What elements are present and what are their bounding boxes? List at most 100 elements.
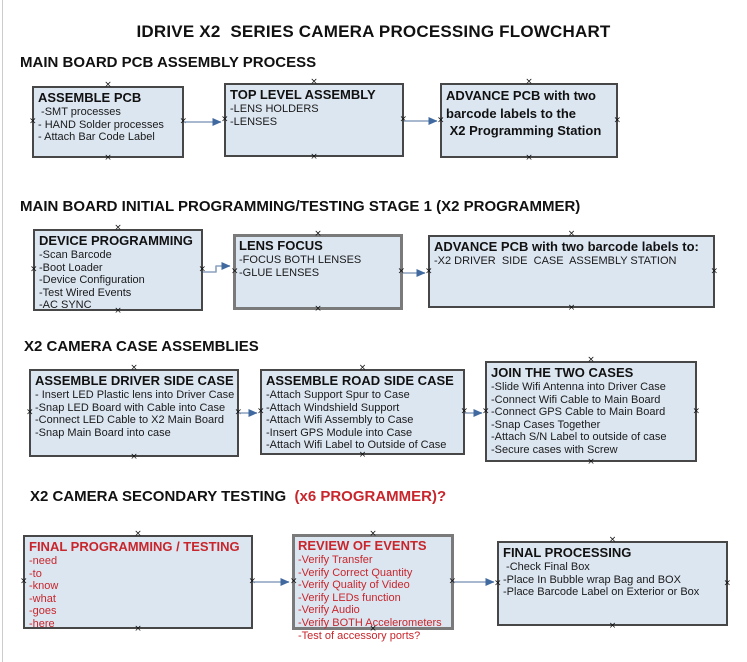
- anchor-x-icon: ×: [567, 303, 576, 313]
- box-title-line: barcode labels to the: [446, 105, 577, 121]
- box-assemble-road-side-case: ASSEMBLE ROAD SIDE CASE -Attach Support …: [257, 364, 468, 460]
- box-item: -SMT processes: [38, 106, 121, 118]
- box-item: -Secure cases with Screw: [491, 443, 618, 456]
- anchor-x-icon: ×: [525, 153, 533, 163]
- box-item: -X2 DRIVER SIDE CASE ASSEMBLY STATION: [434, 255, 677, 267]
- box-item: -Snap LED Board with Cable into Case: [35, 401, 226, 414]
- section-heading-initial-programming: MAIN BOARD INITIAL PROGRAMMING/TESTING S…: [20, 198, 581, 215]
- box-join-the-two-cases: JOIN THE TWO CASES -Slide Wifi Antenna i…: [482, 356, 700, 467]
- box-title: ASSEMBLE DRIVER SIDE CASE: [35, 373, 234, 388]
- box-item: -Test Wired Events: [39, 286, 132, 299]
- anchor-x-icon: ×: [257, 406, 265, 417]
- box-item: -LENS HOLDERS: [230, 103, 319, 115]
- anchor-x-icon: ×: [587, 355, 595, 365]
- box-item: -Scan Barcode: [39, 249, 112, 261]
- box-item: -to: [29, 567, 42, 580]
- box-item: -Attach S/N Label to outside of case: [491, 431, 667, 444]
- anchor-x-icon: ×: [358, 450, 367, 460]
- anchor-x-icon: ×: [29, 116, 37, 127]
- section-heading-secondary-testing: X2 CAMERA SECONDARY TESTING (x6 PROGRAMM…: [30, 488, 446, 505]
- box-item: -Verify BOTH Accelerometers: [298, 616, 442, 629]
- box-item: -know: [29, 580, 59, 593]
- box-item: -GLUE LENSES: [239, 266, 320, 279]
- anchor-x-icon: ×: [397, 266, 405, 277]
- box-assemble-pcb: ASSEMBLE PCB -SMT processes - HAND Solde…: [29, 81, 187, 163]
- anchor-x-icon: ×: [314, 229, 322, 239]
- anchor-x-icon: ×: [104, 153, 112, 163]
- anchor-x-icon: ×: [248, 576, 256, 587]
- anchor-x-icon: ×: [20, 576, 28, 587]
- box-advance-pcb-programming-station: ADVANCE PCB with two barcode labels to t…: [437, 78, 621, 163]
- box-item: -Connect LED Cable to X2 Main Board: [35, 414, 224, 427]
- section-heading-pcb-assembly: MAIN BOARD PCB ASSEMBLY PROCESS: [20, 54, 317, 71]
- box-item: -what: [29, 592, 56, 605]
- box-item: -Slide Wifi Antenna into Driver Case: [491, 381, 666, 393]
- box-item: -Verify Quality of Video: [298, 579, 410, 592]
- anchor-x-icon: ×: [130, 363, 138, 373]
- anchor-x-icon: ×: [234, 407, 242, 418]
- box-item: -here: [29, 617, 55, 630]
- box-title: ASSEMBLE PCB: [38, 90, 142, 105]
- anchor-x-icon: ×: [310, 152, 318, 162]
- box-item: -Attach Windshield Support: [266, 401, 400, 414]
- box-title: TOP LEVEL ASSEMBLY: [230, 87, 376, 102]
- anchor-x-icon: ×: [448, 576, 456, 587]
- box-item: - Attach Bar Code Label: [38, 131, 155, 144]
- anchor-x-icon: ×: [134, 624, 142, 634]
- box-review-of-events: REVIEW OF EVENTS -Verify Transfer -Verif…: [290, 530, 456, 642]
- anchor-x-icon: ×: [114, 306, 122, 316]
- box-item: - HAND Solder processes: [38, 118, 164, 131]
- anchor-x-icon: ×: [134, 529, 142, 539]
- box-item: -need: [29, 555, 58, 567]
- anchor-x-icon: ×: [425, 266, 433, 276]
- anchor-x-icon: ×: [460, 406, 468, 417]
- box-item: -Verify Transfer: [298, 554, 373, 566]
- box-title: FINAL PROCESSING: [503, 545, 632, 560]
- box-item: -Connect GPS Cable to Main Board: [491, 406, 666, 419]
- anchor-x-icon: ×: [437, 115, 445, 125]
- anchor-x-icon: ×: [130, 452, 138, 462]
- anchor-x-icon: ×: [587, 457, 595, 467]
- anchor-x-icon: ×: [198, 264, 206, 275]
- box-item: -Snap Main Board into case: [35, 426, 171, 439]
- box-title: JOIN THE TWO CASES: [491, 365, 634, 380]
- box-item: -AC SYNC: [39, 299, 92, 312]
- box-item: -Verify Correct Quantity: [298, 566, 413, 579]
- page-edge-line: [2, 0, 3, 662]
- anchor-x-icon: ×: [723, 578, 731, 588]
- box-title: ADVANCE PCB with two barcode labels to:: [434, 239, 699, 254]
- anchor-x-icon: ×: [525, 77, 533, 87]
- anchor-x-icon: ×: [231, 266, 239, 277]
- box-item: -Verify LEDs function: [298, 591, 401, 604]
- box-advance-pcb-driver-side: ADVANCE PCB with two barcode labels to: …: [425, 230, 718, 313]
- anchor-x-icon: ×: [369, 529, 377, 539]
- box-item: - Insert LED Plastic lens into Driver Ca…: [35, 389, 235, 401]
- box-title-line: ADVANCE PCB with two: [446, 88, 596, 103]
- box-item: -Attach Wifi Label to Outside of Case: [266, 439, 447, 452]
- section-heading-case-assemblies: X2 CAMERA CASE ASSEMBLIES: [24, 338, 259, 355]
- anchor-x-icon: ×: [608, 621, 617, 631]
- box-title: FINAL PROGRAMMING / TESTING: [29, 539, 240, 554]
- anchor-x-icon: ×: [710, 266, 718, 276]
- anchor-x-icon: ×: [179, 116, 187, 127]
- box-item: -FOCUS BOTH LENSES: [239, 254, 362, 266]
- box-item: -Place Barcode Label on Exterior or Box: [503, 586, 700, 599]
- section-heading-secondary-testing-red: (x6 PROGRAMMER)?: [290, 488, 447, 505]
- box-item: -Test of accessory ports?: [298, 629, 421, 642]
- box-item: -Device Configuration: [39, 274, 145, 287]
- anchor-x-icon: ×: [608, 535, 617, 545]
- anchor-x-icon: ×: [692, 406, 700, 416]
- anchor-x-icon: ×: [567, 229, 576, 239]
- anchor-x-icon: ×: [358, 363, 367, 373]
- anchor-x-icon: ×: [290, 576, 298, 587]
- box-final-processing: FINAL PROCESSING -Check Final Box -Place…: [494, 536, 731, 631]
- box-title-line: X2 Programming Station: [446, 123, 602, 138]
- anchor-x-icon: ×: [104, 80, 112, 90]
- anchor-x-icon: ×: [26, 407, 34, 418]
- box-item: -Connect Wifi Cable to Main Board: [491, 393, 661, 406]
- box-title: ASSEMBLE ROAD SIDE CASE: [266, 373, 454, 388]
- page-title: IDRIVE X2 SERIES CAMERA PROCESSING FLOWC…: [136, 22, 611, 41]
- box-item: -Insert GPS Module into Case: [266, 426, 413, 439]
- box-item: -Attach Wifi Assembly to Case: [266, 414, 414, 427]
